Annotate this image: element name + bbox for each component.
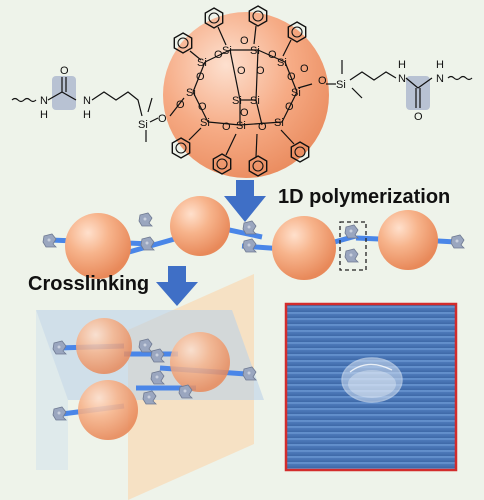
end-group-icon [242,238,257,253]
atom-si: Si [197,57,207,69]
atom-o: O [258,121,267,133]
end-group-icon [42,233,57,248]
sample-photo [284,302,458,472]
poss-sphere [170,332,230,392]
end-group-icon [140,236,155,251]
atom-o: O [196,71,205,83]
atom-o: O [414,111,423,123]
atom-o: O [158,113,167,125]
polymer-chain-1d [42,196,465,280]
atom-o: O [240,35,249,47]
poss-sphere [76,318,132,374]
end-group-icon [450,234,465,249]
down-arrow-1 [224,180,266,222]
end-group-icon [150,348,165,363]
cage-bonds [192,49,298,126]
label-crosslinking: Crosslinking [28,273,149,295]
poss-molecule: Si Si Si Si Si Si Si Si Si Si Si O O O O… [158,5,329,178]
poss-sphere [378,210,438,270]
atom-si: Si [232,95,242,107]
phenyl-bonds [188,25,295,158]
atom-si: Si [222,45,232,57]
atom-si: Si [236,120,246,132]
end-group-icon [142,390,157,405]
end-group-icon [242,220,257,235]
cage-atoms: Si Si Si Si Si Si Si Si Si Si Si O O O O… [158,35,327,133]
end-group-icon [344,248,359,263]
atom-si: Si [336,79,346,91]
atom-o: O [300,63,309,75]
atom-n: N [40,95,48,107]
atom-si: Si [186,87,196,99]
atom-o: O [214,49,223,61]
end-group-icon [242,366,257,381]
end-group-icon [150,370,165,385]
end-group-icon [138,212,153,227]
atom-o: O [60,65,69,77]
atom-n: N [398,73,406,85]
atom-o: O [237,65,246,77]
transparent-film-disc [341,357,403,403]
atom-n: N [83,95,91,107]
atom-o: O [256,65,265,77]
atom-h: H [398,59,406,71]
atom-h: H [40,109,48,121]
atom-n: N [436,73,444,85]
atom-si: Si [250,45,260,57]
atom-h: H [83,109,91,121]
atom-o: O [287,71,296,83]
left-linker-arm: N H O N H Si [11,65,185,142]
atom-si: Si [274,117,284,129]
atom-o: O [222,121,231,133]
end-group-icon [52,340,67,355]
atom-si: Si [138,119,148,131]
atom-o: O [198,101,207,113]
label-1d-polymerization: 1D polymerization [278,186,450,208]
atom-si: Si [277,57,287,69]
right-linker-arm: Si N H O N H [297,59,473,123]
end-group-icon [178,384,193,399]
atom-si: Si [291,87,301,99]
atom-o: O [318,75,327,87]
atom-o: O [240,107,249,119]
poss-sphere [170,196,230,256]
atom-h: H [436,59,444,71]
atom-o: O [268,49,277,61]
urea-group-icon [406,76,430,110]
end-group-icon [138,338,153,353]
end-group-icon [52,406,67,421]
down-arrow-2 [156,266,198,306]
poss-sphere [65,213,131,279]
poss-sphere [272,216,336,280]
atom-o: O [285,101,294,113]
crosslinked-network [36,274,264,500]
atom-si: Si [250,95,260,107]
urea-linkage-highlight-box [339,221,367,271]
end-group-icon [344,224,359,239]
poss-sphere [78,380,138,440]
atom-si: Si [200,117,210,129]
atom-o: O [176,99,185,111]
